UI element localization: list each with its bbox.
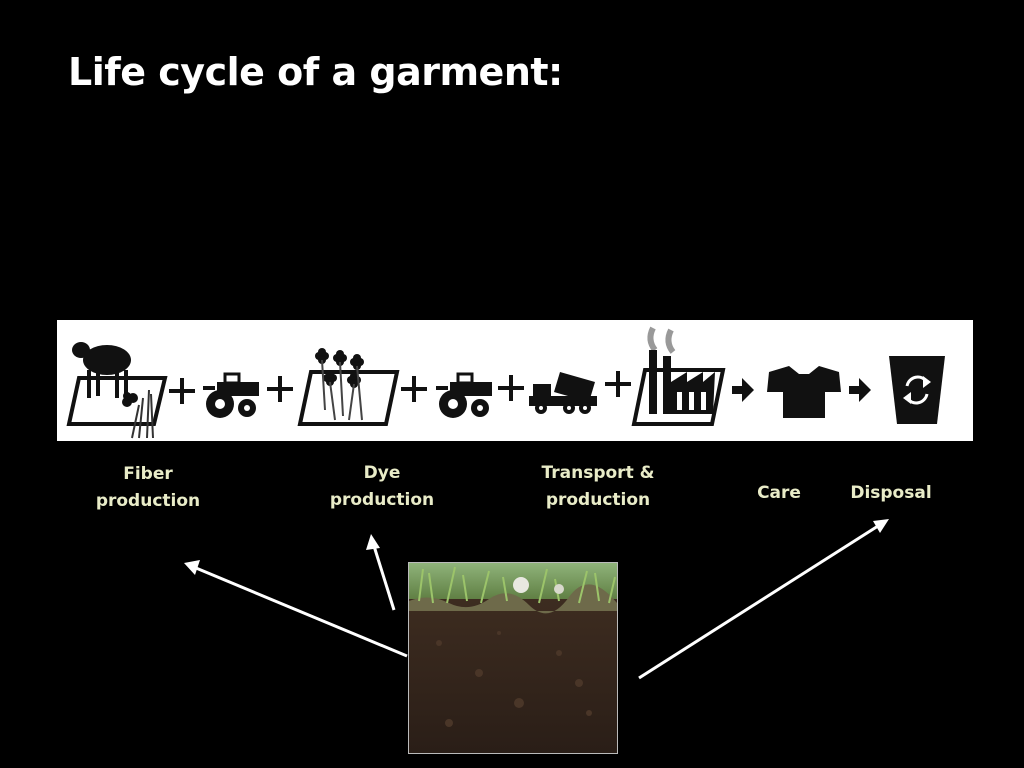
label-dye-production: Dye production [329,463,435,510]
tshirt-icon [767,366,841,418]
arrow-to-dye [372,545,396,611]
arrow-to-fiber [195,566,408,658]
tractor-icon [436,372,492,418]
plus-icon [267,376,293,402]
factory-icon [631,326,726,426]
tractor-icon [203,372,259,418]
clover-field-icon [297,348,400,426]
recycle-bin-icon [889,356,945,424]
truck-icon [529,372,597,414]
label-care: Care [757,483,801,503]
label-transport-production: Transport & production [541,463,655,510]
arrow-to-disposal [638,524,879,680]
plus-icon [605,371,631,397]
plus-icon [169,378,195,404]
plus-icon [498,375,524,401]
label-fiber-production: Fiber production [95,464,201,511]
arrow-icon [849,378,871,402]
label-disposal: Disposal [850,483,932,503]
arrow-icon [732,378,754,402]
slide-title: Life cycle of a garment: [68,50,563,94]
soil-photo [408,562,618,754]
sheep-field-icon [66,342,168,439]
plus-icon [401,376,427,402]
process-icon-strip [57,320,973,441]
